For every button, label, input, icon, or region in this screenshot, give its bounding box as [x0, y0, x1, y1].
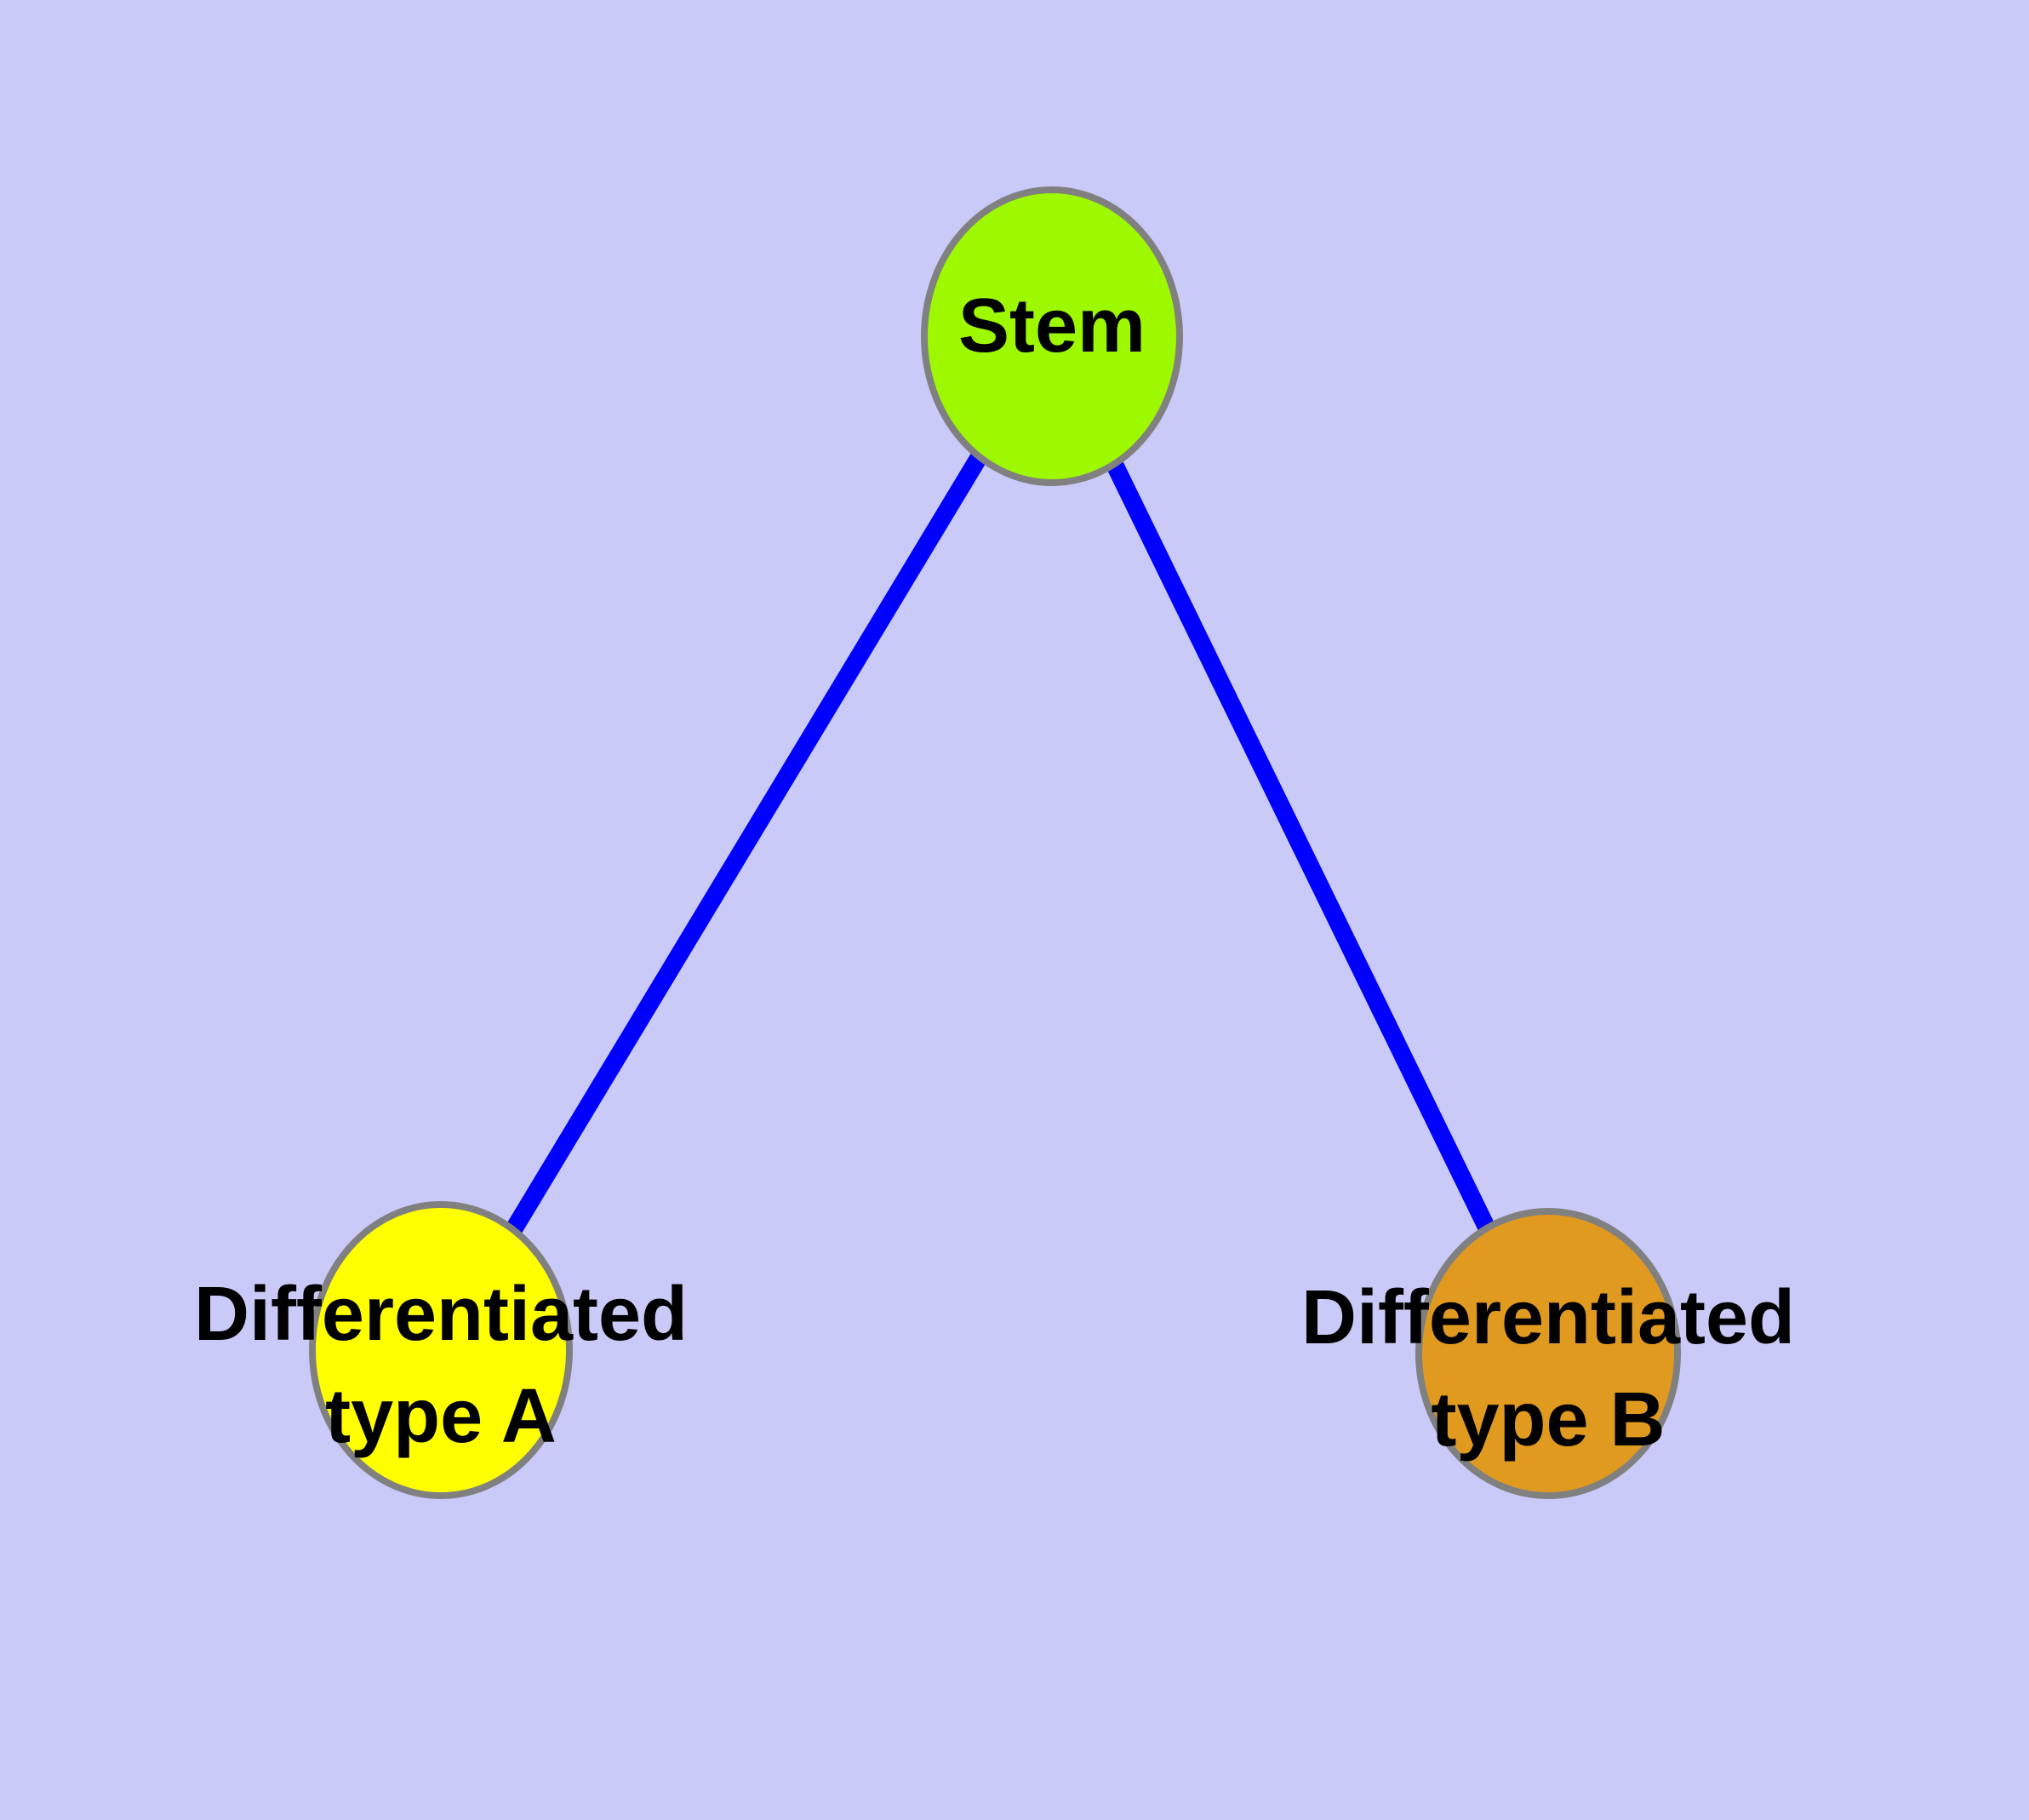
stem-node-label: Stem	[958, 283, 1146, 369]
edge-stem-to-type-a	[433, 331, 1060, 1355]
type-b-node[interactable]	[1415, 1208, 1681, 1499]
stem-node[interactable]	[921, 186, 1183, 486]
type-b-node-label-line2: type B	[1431, 1377, 1665, 1462]
edge-stem-to-type-b	[1043, 332, 1557, 1358]
type-a-node[interactable]	[309, 1201, 573, 1499]
type-b-node-label-line1: Differentiated	[1301, 1275, 1795, 1360]
type-a-node-label-line1: Differentiated	[194, 1272, 688, 1357]
type-a-node-label-line2: type A	[325, 1374, 557, 1459]
